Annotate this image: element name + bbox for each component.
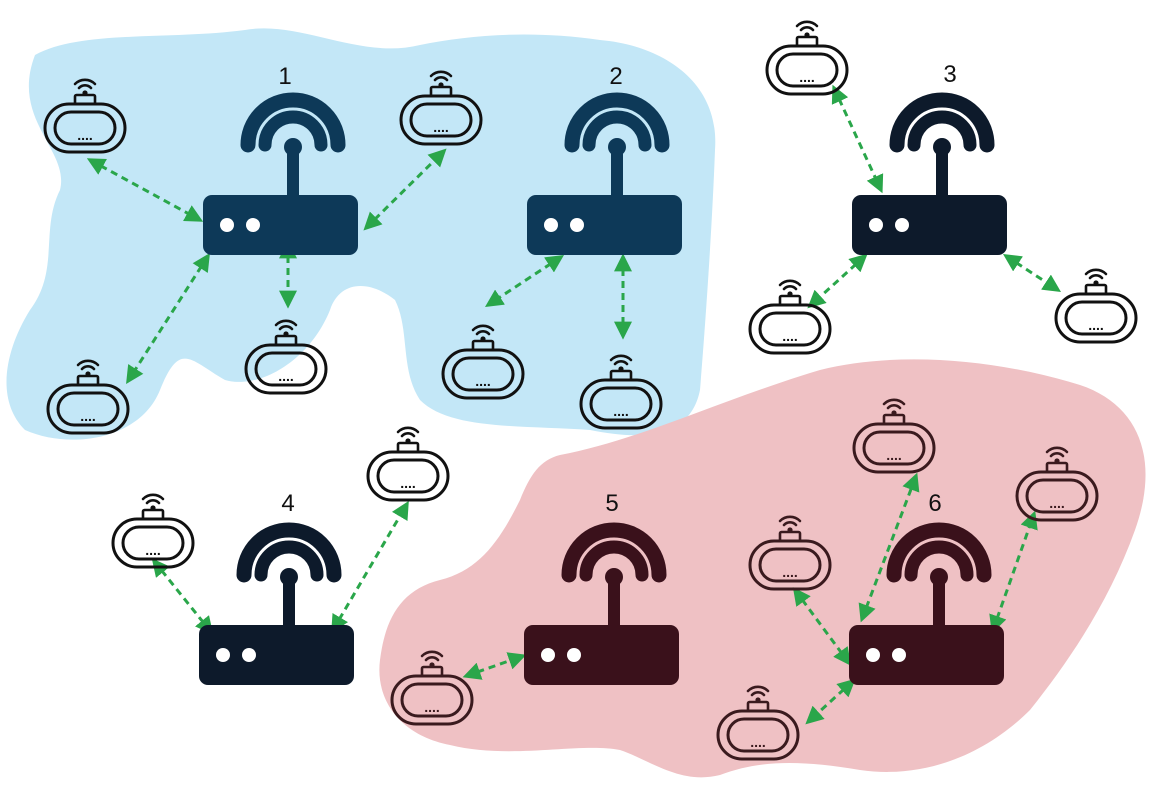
- link-arrow: [151, 558, 214, 635]
- link-arrow: [831, 84, 884, 194]
- device-dots: ....: [80, 408, 96, 424]
- links: [86, 84, 1062, 725]
- ap-label-4: 4: [281, 490, 294, 517]
- link-arrow: [331, 500, 409, 634]
- device-dots: ....: [1088, 317, 1104, 333]
- wifi-device-icon: ....: [111, 493, 195, 569]
- device-dots: ....: [782, 328, 798, 344]
- wifi-device-icon: ....: [765, 20, 849, 96]
- ap-label-6: 6: [928, 490, 941, 517]
- router-icon: [199, 530, 354, 685]
- link-arrow: [989, 510, 1038, 634]
- link-arrow: [805, 678, 856, 725]
- device-dots: ....: [799, 69, 815, 85]
- wifi-device-icon: ....: [46, 359, 130, 435]
- wifi-device-icon: ....: [43, 78, 127, 154]
- wifi-device-icon: ....: [441, 324, 525, 400]
- device-dots: ....: [782, 564, 798, 580]
- wifi-device-icon: ....: [1015, 446, 1099, 522]
- device-dots: ....: [750, 734, 766, 750]
- link-arrow: [484, 255, 565, 307]
- device-dots: ....: [400, 475, 416, 491]
- link-arrow: [792, 587, 852, 666]
- ap-label-2: 2: [609, 63, 622, 90]
- wifi-device-icon: ....: [852, 398, 936, 474]
- device-dots: ....: [424, 699, 440, 715]
- link-arrow: [1002, 254, 1062, 292]
- link-arrow: [807, 253, 868, 309]
- wifi-device-icon: ....: [1054, 268, 1138, 344]
- wifi-device-icon: ....: [579, 354, 663, 430]
- wifi-device-icon: ....: [244, 319, 328, 395]
- wifi-device-icon: ....: [748, 279, 832, 355]
- device-dots: ....: [77, 127, 93, 143]
- ap-label-5: 5: [605, 490, 618, 517]
- wifi-device-icon: ....: [390, 650, 474, 726]
- link-arrow: [858, 472, 920, 623]
- ap-label-1: 1: [278, 63, 291, 90]
- wifi-device-icon: ....: [716, 685, 800, 761]
- device-dots: ....: [278, 368, 294, 384]
- device-dots: ....: [433, 119, 449, 135]
- link-arrow: [126, 252, 210, 385]
- link-arrow: [462, 652, 527, 680]
- link-arrow: [363, 148, 447, 231]
- device-dots: ....: [475, 373, 491, 389]
- wifi-device-icon: ....: [366, 426, 450, 502]
- device-dots: ....: [886, 447, 902, 463]
- device-dots: ....: [145, 542, 161, 558]
- device-dots: ....: [1049, 495, 1065, 511]
- ap-label-3: 3: [943, 61, 956, 88]
- wifi-device-icon: ....: [748, 515, 832, 591]
- wifi-device-icon: ....: [399, 70, 483, 146]
- device-dots: ....: [613, 403, 629, 419]
- link-arrow: [86, 158, 204, 222]
